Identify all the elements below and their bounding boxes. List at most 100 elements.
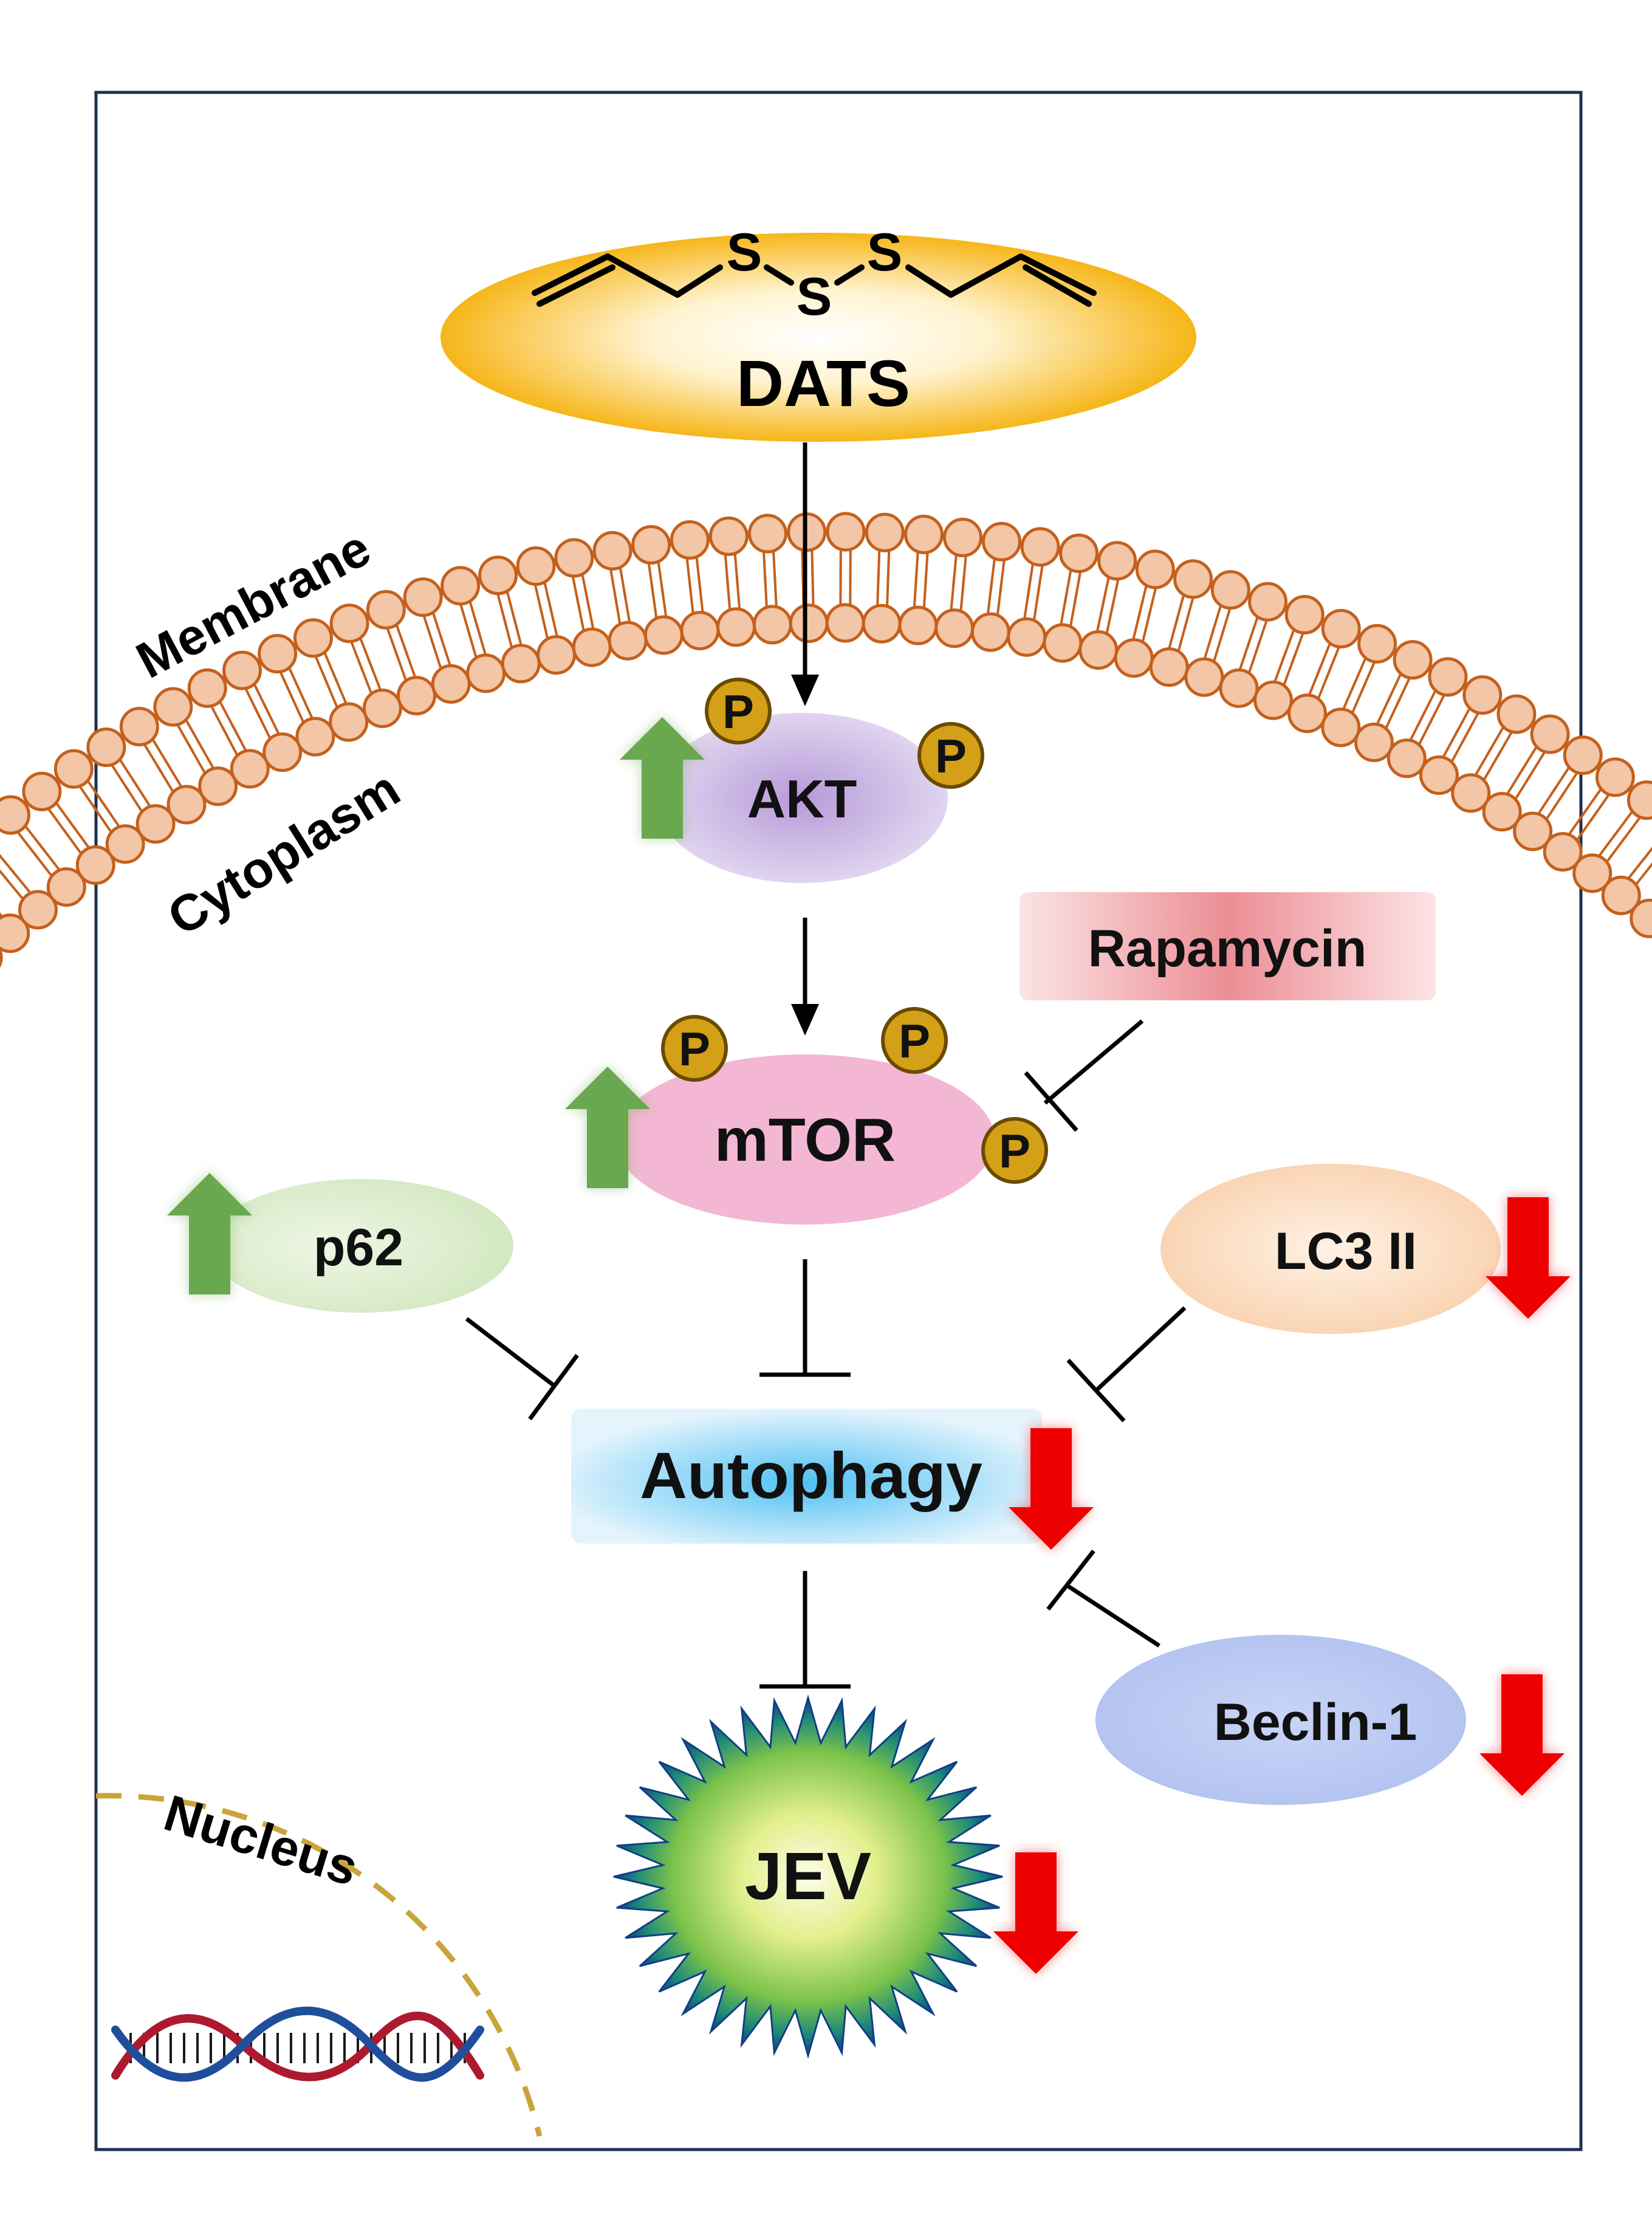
- lipid-head: [468, 655, 504, 692]
- lipid-head: [1323, 611, 1359, 647]
- lipid-head: [231, 751, 268, 787]
- lipid-head: [368, 591, 404, 628]
- lipid-head: [297, 718, 334, 755]
- lipid-head: [1151, 649, 1187, 686]
- lipid-tail: [812, 572, 813, 605]
- lipid-head: [0, 797, 29, 833]
- lipid-head: [718, 609, 755, 645]
- lipid-head: [502, 645, 539, 682]
- lipid-head: [518, 548, 554, 584]
- lipid-head: [1565, 737, 1601, 774]
- lipid-head: [399, 678, 435, 714]
- lipid-head: [594, 532, 631, 569]
- lipid-head: [295, 620, 331, 656]
- autophagy-node: Autophagy: [571, 1409, 1042, 1544]
- lipid-head: [1464, 677, 1501, 713]
- lipid-tail: [0, 892, 2, 916]
- lipid-head: [24, 773, 60, 809]
- mtor-phospho-1: P: [663, 1017, 726, 1080]
- mtor-phospho-2: P: [883, 1009, 946, 1072]
- p62-label: p62: [314, 1218, 403, 1277]
- lipid-head: [538, 637, 575, 673]
- lipid-head: [1532, 716, 1568, 752]
- sulfur-atom-1: S: [727, 222, 763, 282]
- lipid-head: [1080, 632, 1117, 669]
- lipid-head: [1116, 640, 1152, 676]
- lipid-head: [828, 514, 864, 550]
- lipid-head: [264, 734, 301, 771]
- lipid-head: [945, 519, 981, 555]
- lipid-head: [1430, 659, 1466, 695]
- lc3-node: LC3 II: [1160, 1164, 1501, 1334]
- akt-node: AKT: [656, 713, 948, 883]
- lipid-head: [189, 670, 225, 706]
- beclin-label: Beclin-1: [1214, 1693, 1417, 1751]
- lipid-head: [1044, 625, 1081, 661]
- lipid-head: [754, 607, 790, 643]
- lipid-tail: [2, 874, 23, 899]
- lipid-head: [1628, 782, 1652, 819]
- lipid-head: [1186, 659, 1222, 695]
- lipid-head: [1250, 583, 1286, 620]
- lipid-head: [1255, 682, 1292, 718]
- lipid-head: [155, 689, 191, 725]
- lipid-head: [574, 629, 610, 665]
- lipid-head: [1388, 740, 1425, 777]
- lipid-head: [710, 518, 747, 554]
- svg-text:P: P: [899, 1014, 930, 1068]
- svg-text:P: P: [679, 1022, 710, 1076]
- lipid-head: [905, 516, 942, 552]
- lipid-head: [1022, 529, 1058, 565]
- lipid-head: [1061, 535, 1097, 571]
- mtor-node: mTOR: [615, 1054, 995, 1225]
- lipid-head: [682, 613, 718, 649]
- lipid-head: [1356, 724, 1392, 761]
- lipid-head: [364, 690, 400, 727]
- p62-node: p62: [210, 1179, 513, 1313]
- lipid-head: [863, 605, 900, 642]
- lipid-head: [1323, 709, 1359, 746]
- dats-label: DATS: [736, 346, 910, 420]
- lipid-head: [405, 579, 441, 616]
- akt-phospho-1: P: [707, 679, 770, 743]
- lipid-head: [671, 521, 708, 558]
- akt-label: AKT: [747, 769, 857, 829]
- lipid-head: [900, 607, 936, 644]
- lipid-head: [433, 665, 469, 702]
- autophagy-label: Autophagy: [640, 1438, 982, 1512]
- lipid-tail: [1643, 835, 1652, 861]
- lipid-head: [1212, 572, 1249, 608]
- lipid-head: [55, 751, 92, 787]
- lipid-head: [331, 704, 367, 740]
- lipid-head: [749, 515, 786, 552]
- lipid-head: [1009, 619, 1045, 655]
- lipid-head: [790, 605, 827, 642]
- lipid-head: [259, 636, 296, 672]
- akt-phospho-2: P: [919, 724, 982, 787]
- lipid-head: [936, 610, 973, 647]
- lc3-label: LC3 II: [1275, 1222, 1417, 1280]
- svg-text:P: P: [935, 729, 967, 783]
- lipid-head: [480, 557, 516, 594]
- lipid-tail: [887, 574, 888, 606]
- lipid-head: [1597, 759, 1633, 796]
- lipid-tail: [10, 868, 30, 893]
- lipid-head: [88, 729, 125, 766]
- lipid-head: [827, 605, 863, 641]
- mtor-phospho-3: P: [983, 1119, 1046, 1182]
- lipid-tail: [775, 574, 776, 607]
- lipid-head: [1175, 561, 1212, 597]
- svg-text:P: P: [999, 1124, 1030, 1178]
- lipid-head: [1137, 551, 1173, 588]
- sulfur-atom-3: S: [867, 222, 903, 282]
- lipid-head: [609, 622, 646, 659]
- lipid-head: [1289, 695, 1325, 732]
- beclin-node: Beclin-1: [1095, 1635, 1466, 1805]
- sulfur-atom-2: S: [797, 266, 832, 326]
- lipid-head: [1286, 596, 1323, 633]
- lipid-tail: [1629, 853, 1649, 878]
- lipid-head: [1498, 696, 1535, 732]
- lipid-tail: [877, 573, 879, 605]
- svg-text:P: P: [722, 685, 754, 738]
- jev-label: JEV: [745, 1839, 871, 1914]
